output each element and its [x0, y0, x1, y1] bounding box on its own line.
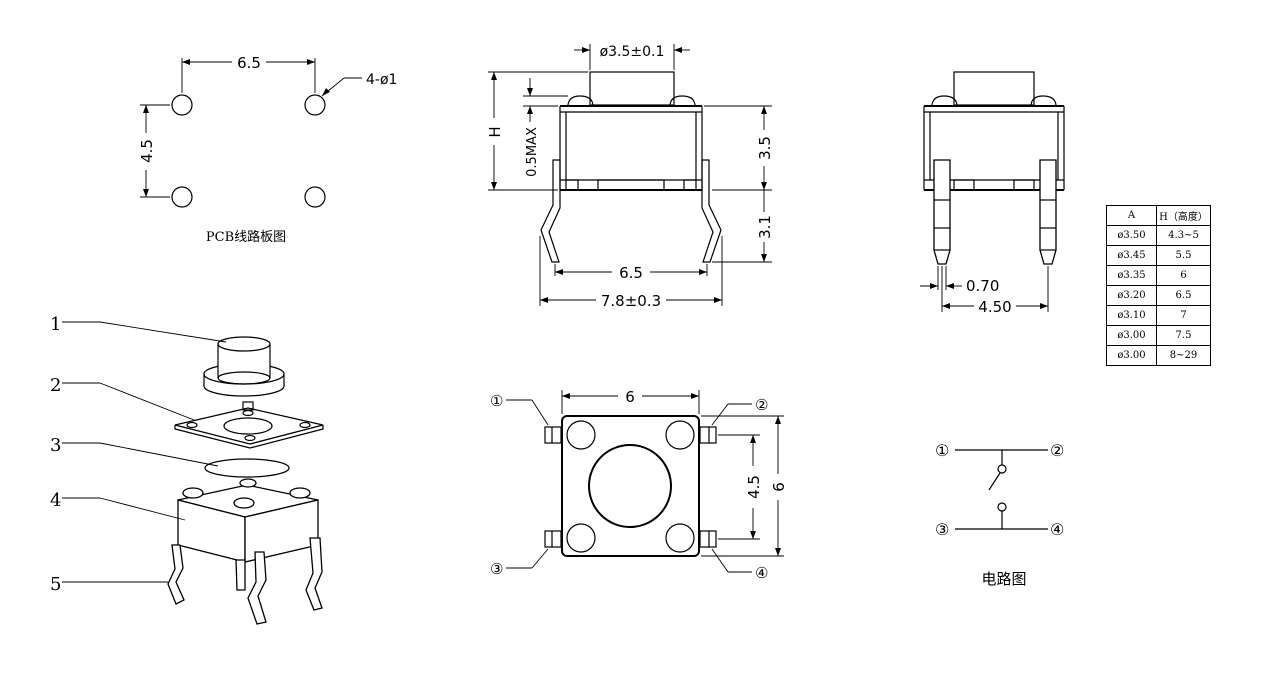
part-number: 4 [50, 490, 61, 511]
top-view: 6 4.5 6 ① ② ③ ④ [490, 388, 788, 582]
front-view: ø3.5±0.1 H 0.5MAX 3.5 3.1 [486, 44, 774, 310]
table-header-cell: H（高度） [1156, 205, 1211, 226]
top-height: 6 [770, 482, 788, 492]
table-cell: ø3.35 [1106, 265, 1157, 286]
pcb-hole [304, 186, 326, 208]
pin-pitch: 6.5 [619, 264, 643, 282]
pcb-layout: 6.5 4.5 4-ø1 PCB线路板图 [138, 54, 397, 245]
actuator [589, 71, 675, 106]
circuit-pin-2: ② [1050, 441, 1064, 460]
circuit-diagram: ① ② ③ ④ 电路图 [935, 441, 1064, 588]
pin-span: 4.50 [978, 298, 1011, 316]
circuit-caption: 电路图 [981, 570, 1026, 588]
pcb-hole [171, 186, 193, 208]
height-label: H [486, 126, 504, 137]
circuit-pin-3: ③ [935, 520, 949, 539]
body-height: 3.5 [756, 136, 774, 160]
overall-width: 7.8±0.3 [601, 292, 661, 310]
spec-table: A H（高度） ø3.50 4.3~5 ø3.45 5.5 ø3.35 6 ø3… [1106, 205, 1211, 366]
pin-length: 3.1 [756, 215, 774, 239]
pcb-pitch-y: 4.5 [138, 139, 156, 163]
max-label: 0.5MAX [525, 127, 540, 177]
table-row: ø3.20 6.5 [1106, 285, 1211, 306]
table-cell: 7 [1156, 305, 1211, 326]
table-cell: 4.3~5 [1156, 225, 1211, 246]
circuit-pin-1: ① [935, 441, 949, 460]
circuit-pin-4: ④ [1050, 520, 1064, 539]
table-cell: ø3.45 [1106, 245, 1157, 266]
table-cell: ø3.50 [1106, 225, 1157, 246]
top-pin-2: ② [755, 396, 768, 414]
part-number: 5 [50, 574, 61, 595]
table-row: ø3.50 4.3~5 [1106, 225, 1211, 246]
pcb-hole [304, 94, 326, 116]
pcb-pitch-x: 6.5 [237, 54, 261, 72]
top-pin-spacing: 4.5 [745, 475, 763, 499]
table-cell: 8~29 [1156, 345, 1211, 366]
part-number: 2 [50, 375, 61, 396]
table-row: ø3.35 6 [1106, 265, 1211, 286]
table-cell: 6 [1156, 265, 1211, 286]
table-row: ø3.10 7 [1106, 305, 1211, 326]
pcb-hole-callout: 4-ø1 [366, 72, 397, 88]
top-pin-4: ④ [755, 564, 768, 582]
exploded-view: 1 2 3 4 5 [50, 314, 324, 625]
table-cell: ø3.10 [1106, 305, 1157, 326]
part-number: 1 [50, 314, 61, 335]
table-cell: 5.5 [1156, 245, 1211, 266]
top-pin-1: ① [490, 392, 503, 410]
side-view: 0.70 4.50 [920, 71, 1065, 316]
top-pin-3: ③ [490, 560, 503, 578]
table-row: ø3.00 7.5 [1106, 325, 1211, 346]
table-cell: ø3.20 [1106, 285, 1157, 306]
pcb-caption: PCB线路板图 [206, 229, 286, 245]
top-width: 6 [625, 388, 635, 406]
table-cell: 6.5 [1156, 285, 1211, 306]
part-number: 3 [50, 435, 61, 456]
table-cell: ø3.00 [1106, 345, 1157, 366]
table-row: ø3.00 8~29 [1106, 345, 1211, 366]
cap-diameter: ø3.5±0.1 [600, 44, 665, 60]
table-header-row: A H（高度） [1106, 205, 1211, 226]
pcb-hole [171, 94, 193, 116]
table-cell: 7.5 [1156, 325, 1211, 346]
pin-width: 0.70 [966, 277, 999, 295]
table-row: ø3.45 5.5 [1106, 245, 1211, 266]
table-header-cell: A [1106, 205, 1157, 226]
table-cell: ø3.00 [1106, 325, 1157, 346]
